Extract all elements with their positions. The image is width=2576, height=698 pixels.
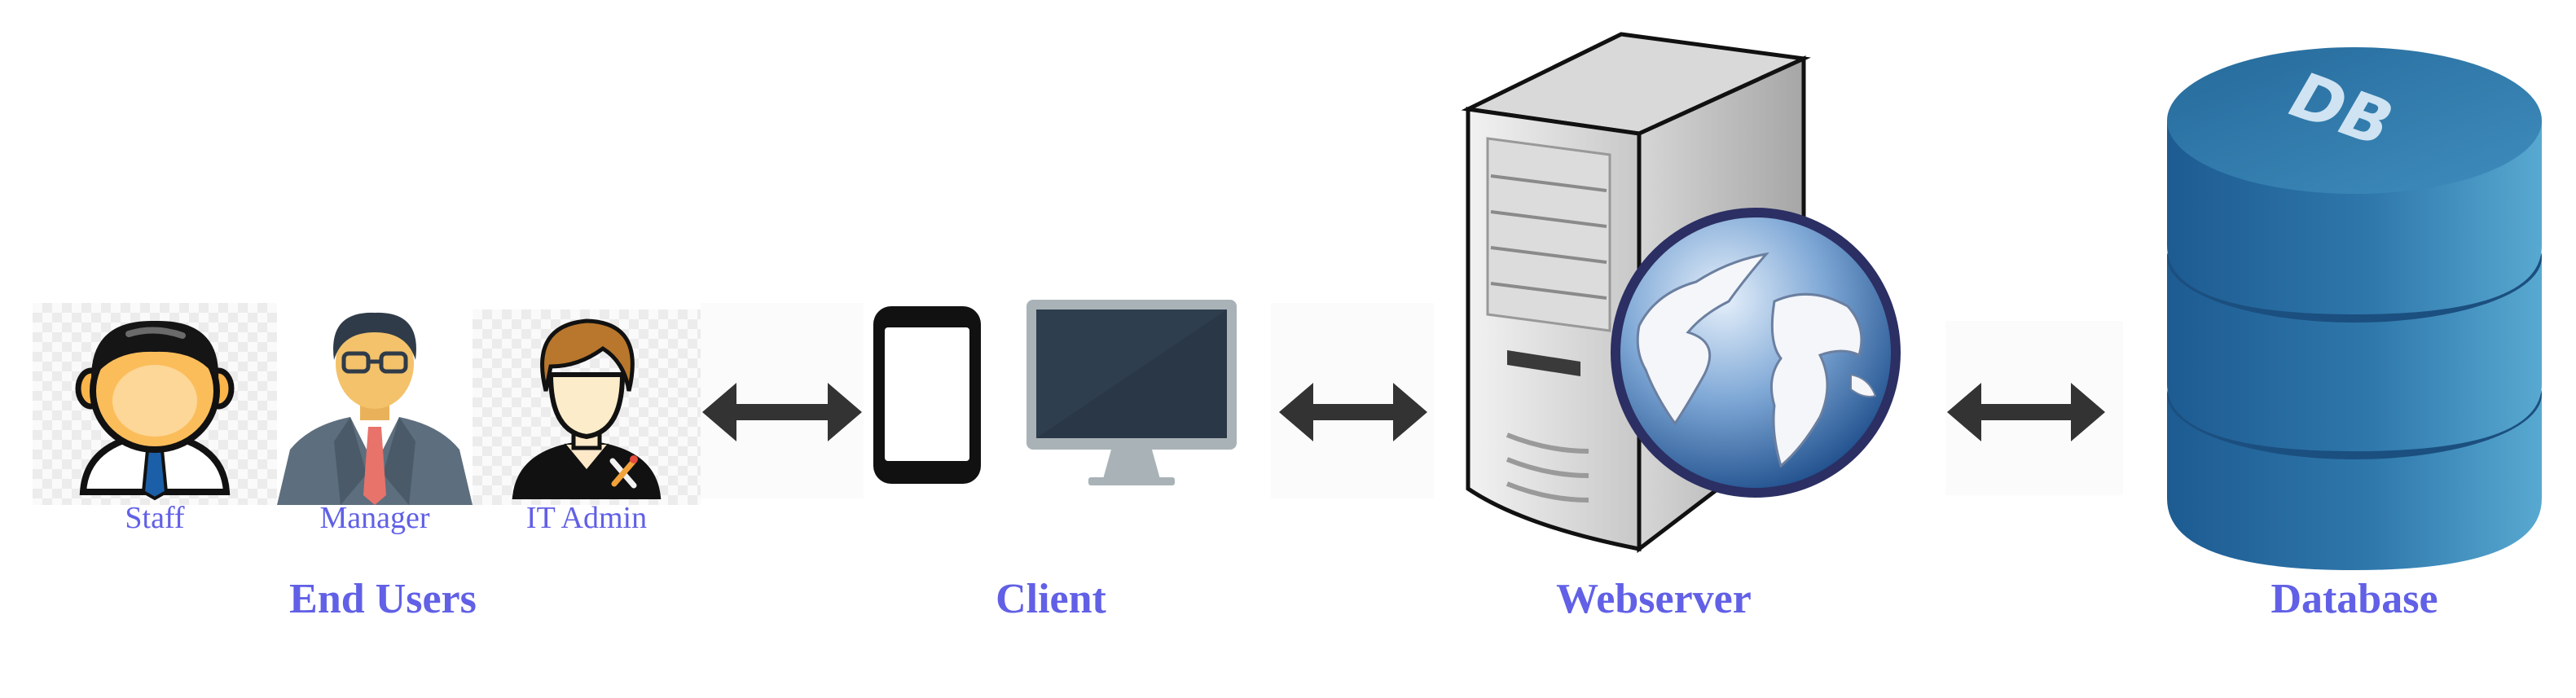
webserver-label: Webserver [1556,576,1752,622]
svg-text:DB: DB [2275,59,2407,160]
desktop-monitor-icon [1025,298,1238,487]
globe-icon [1607,204,1905,502]
arrow-client-webserver [1271,303,1434,498]
arrow-webserver-database [1945,321,2123,495]
smartphone-icon [870,303,984,487]
database-cylinder-icon [2164,42,2547,572]
manager-label: Manager [319,501,430,535]
client-label: Client [996,576,1106,622]
it-admin-label: IT Admin [525,501,648,535]
database-label: Database [2270,576,2438,622]
manager-avatar-icon [277,303,473,505]
staff-avatar-icon [33,303,277,505]
staff-label: Staff [125,501,185,535]
arrow-users-client [701,303,864,498]
it-admin-avatar-icon [473,309,701,505]
db-logo-icon: DB [2275,59,2411,161]
end-users-label: End Users [289,576,477,622]
